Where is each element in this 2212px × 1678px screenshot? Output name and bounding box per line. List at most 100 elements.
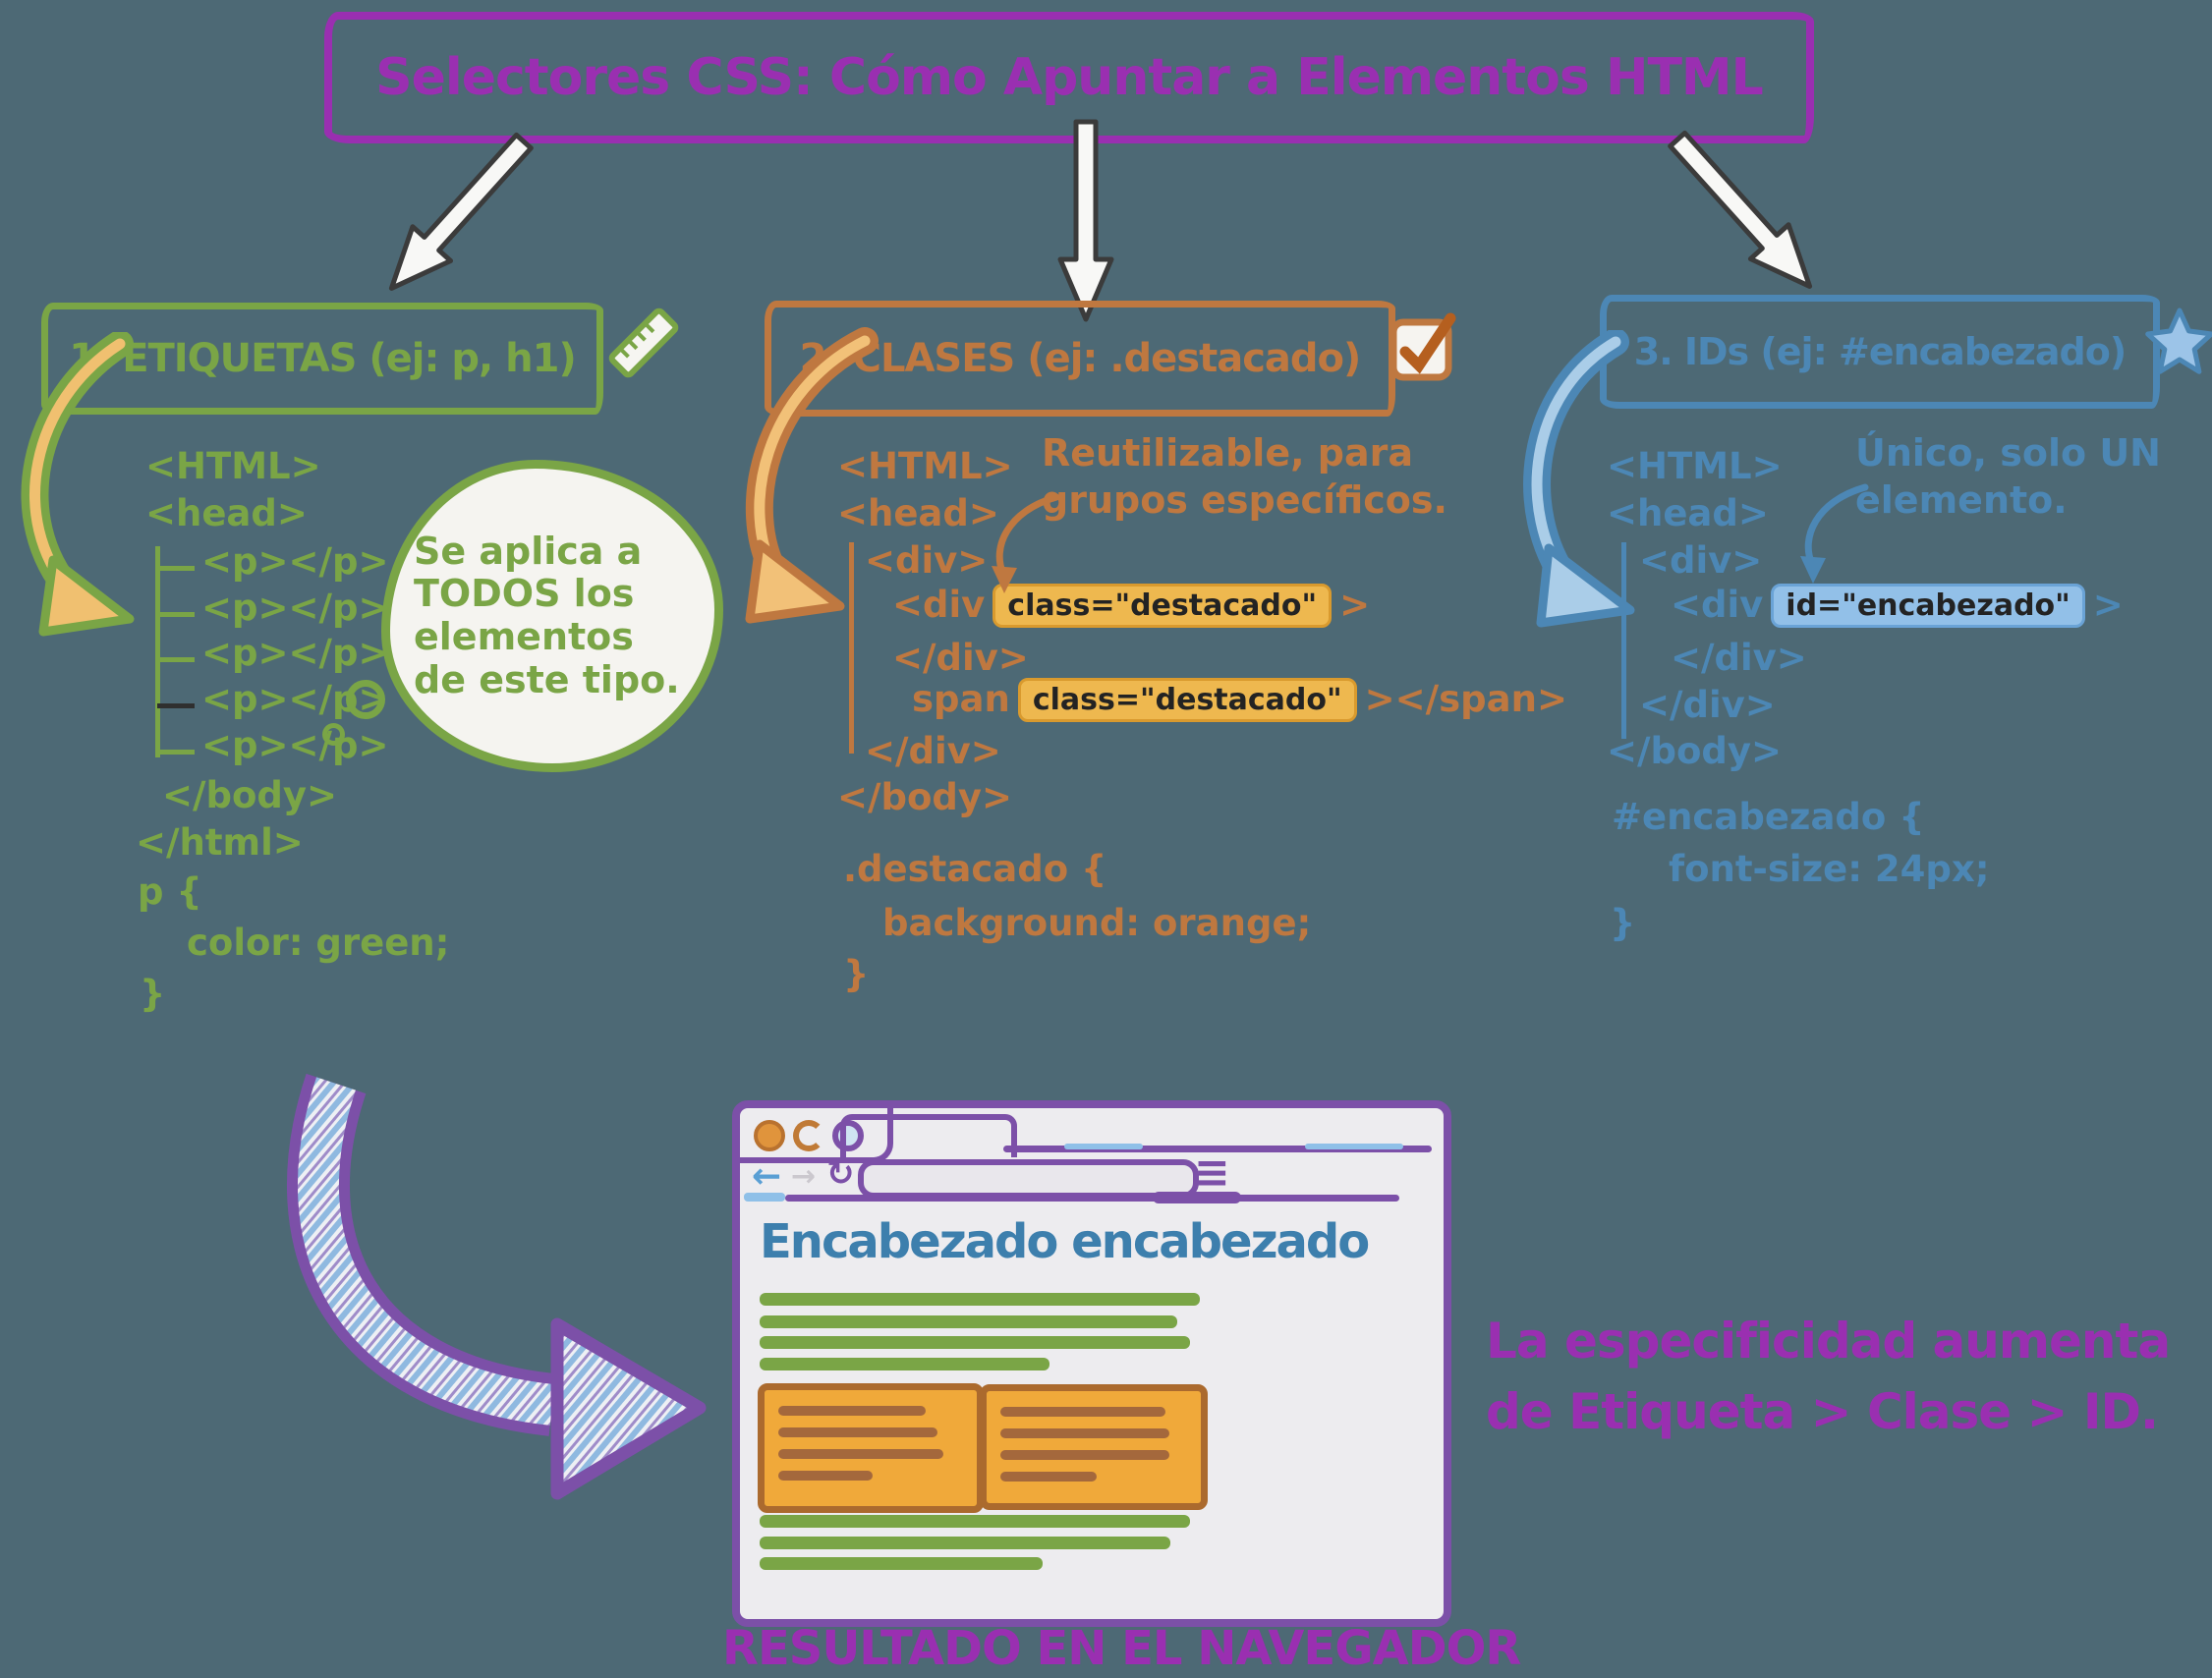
ruler-icon (608, 308, 679, 378)
ids-code-html-open: <HTML> (1607, 445, 1783, 487)
classes-code-html-open: <HTML> (837, 445, 1013, 487)
tags-code-p: <p></p> (201, 724, 389, 766)
rendered-text-line (760, 1515, 1190, 1528)
ids-css-rule: font-size: 24px; (1669, 848, 1990, 890)
classes-code-div-close2: </div> (865, 730, 1001, 772)
tags-tree-tick (157, 566, 195, 571)
classes-code-attr-close: > (1339, 584, 1371, 627)
rendered-box-line (1000, 1407, 1165, 1417)
tags-tree-tick (157, 612, 195, 617)
tags-code-p: <p></p> (201, 540, 389, 583)
rendered-box-line (1000, 1450, 1169, 1460)
rendered-highlight-box (758, 1383, 984, 1513)
rendered-box-line (778, 1449, 943, 1459)
classes-code-div-open: <div> (865, 539, 989, 582)
classes-css-rule: background: orange; (882, 902, 1312, 944)
ids-css-selector: #encabezado { (1612, 796, 1925, 838)
forward-icon: → (791, 1159, 817, 1194)
checkbox-icon (1390, 312, 1456, 381)
browser-dot-close (754, 1120, 785, 1151)
thought-bubble: Se aplica a TODOS los elementos de este … (381, 460, 723, 772)
ids-code-div-close: </div> (1671, 637, 1807, 679)
browser-toolbar-accent (744, 1193, 785, 1202)
browser-window: ← → ↻ ≡ Encabezado encabezado (732, 1100, 1451, 1627)
classes-css-brace: } (843, 953, 870, 995)
thought-bubble-text: Se aplica a TODOS los elementos de este … (414, 529, 680, 701)
rendered-box-line (778, 1427, 937, 1437)
specificity-note-line1: La especificidad aumenta (1486, 1313, 2171, 1370)
browser-tab (840, 1114, 1017, 1157)
id-attribute-highlight: id="encabezado" (1771, 584, 2085, 628)
specificity-note-line2: de Etiqueta > Clase > ID. (1486, 1383, 2159, 1440)
class-attribute-highlight: class="destacado" (993, 584, 1333, 628)
section-ids-title: 3. IDs (ej: #encabezado) (1633, 330, 2127, 373)
rendered-text-line (760, 1336, 1190, 1349)
browser-toolbar-line (785, 1195, 1399, 1202)
tags-tree-tick (157, 657, 195, 662)
tags-tree-trunk (155, 546, 160, 757)
classes-code-span-attr-line: span class="destacado" ></span> (912, 678, 1567, 722)
browser-tabstrip-accent (1305, 1144, 1403, 1149)
section-clases-title: 2. CLASES (ej: .destacado) (799, 336, 1362, 381)
classes-code-div-attr-line: <div class="destacado" > (892, 584, 1370, 628)
rendered-box-line (778, 1406, 926, 1416)
main-title-box: Selectores CSS: Cómo Apuntar a Elementos… (324, 12, 1814, 143)
tags-css-brace: } (140, 973, 166, 1015)
classes-code-span-pre: span (912, 678, 1010, 721)
classes-code-body-close: </body> (837, 776, 1013, 818)
thought-bubble-circle (322, 723, 345, 746)
rendered-box-line (778, 1471, 873, 1481)
rendered-highlight-box (980, 1384, 1208, 1510)
rendered-text-line (760, 1293, 1200, 1306)
tags-css-rule: color: green; (187, 922, 450, 964)
ids-code-div-close2: </div> (1639, 684, 1776, 726)
rendered-text-line (760, 1537, 1170, 1549)
tags-tree-tick (157, 750, 195, 755)
tags-code-html-open: <HTML> (145, 445, 321, 487)
section-etiquetas-header: 1. ETIQUETAS (ej: p, h1) (41, 303, 603, 415)
tags-css-selector: p { (138, 870, 202, 913)
curved-arrow-blue-icon (1523, 330, 1635, 628)
classes-css-selector: .destacado { (843, 848, 1107, 890)
section-etiquetas-title: 1. ETIQUETAS (ej: p, h1) (69, 336, 577, 381)
rendered-text-line (760, 1557, 1043, 1570)
menu-icon: ≡ (1194, 1147, 1230, 1198)
curved-arrow-purple-icon (286, 1073, 707, 1500)
arrow-down-left-icon (388, 132, 534, 291)
tags-code-html-close: </html> (136, 821, 304, 864)
rendered-heading: Encabezado encabezado (760, 1214, 1370, 1269)
ids-note: Único, solo UN elemento. (1855, 431, 2161, 522)
classes-note: Reutilizable, para grupos específicos. (1042, 431, 1447, 522)
tags-code-p: <p></p> (201, 587, 389, 629)
ids-code-div-open: <div> (1639, 539, 1763, 582)
main-title: Selectores CSS: Cómo Apuntar a Elementos… (375, 48, 1764, 107)
browser-dots-frame (740, 1108, 893, 1163)
note-arrow-orange-icon (992, 493, 1060, 593)
curved-arrow-orange-icon (745, 327, 879, 624)
classes-code-div-close: </div> (892, 637, 1029, 679)
browser-dot-minimize (793, 1120, 824, 1151)
address-bar (858, 1159, 1199, 1199)
classes-code-div-pre: <div (892, 584, 986, 627)
browser-tabstrip-accent (1064, 1144, 1143, 1149)
browser-caption: RESULTADO EN EL NAVEGADOR (722, 1621, 1521, 1676)
ids-code-attr-close: > (2092, 584, 2124, 627)
arrow-down-icon (1057, 119, 1114, 322)
classes-code-span-close: ></span> (1364, 678, 1567, 721)
ids-code-div-pre: <div (1671, 584, 1764, 627)
classes-code-head-open: <head> (837, 492, 999, 534)
back-icon: ← (752, 1156, 782, 1197)
ids-code-body-close: </body> (1607, 730, 1783, 772)
rendered-text-line (760, 1358, 1049, 1370)
ids-code-head-open: <head> (1607, 492, 1769, 534)
rendered-box-line (1000, 1472, 1097, 1482)
browser-tabstrip-line (1003, 1146, 1432, 1152)
rendered-text-line (760, 1315, 1177, 1328)
browser-toolbar-line-notch (1153, 1192, 1241, 1203)
ids-code-div-attr-line: <div id="encabezado" > (1671, 584, 2124, 628)
thought-bubble-circle (346, 680, 385, 719)
star-icon (2145, 308, 2212, 374)
note-arrow-blue-icon (1800, 483, 1869, 584)
tags-tree-tick-dark (157, 703, 195, 708)
